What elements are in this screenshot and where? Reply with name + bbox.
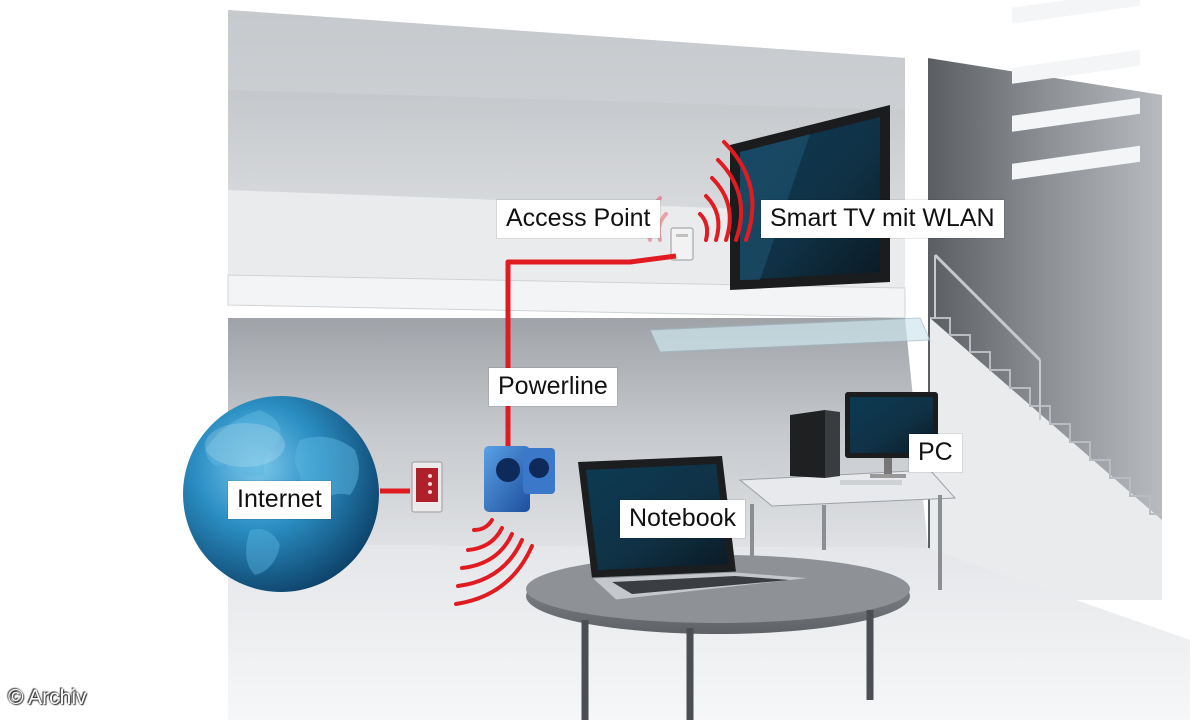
image-credit: © Archiv — [8, 686, 87, 709]
stairs — [930, 253, 1162, 600]
pc-label: PC — [909, 434, 962, 472]
access-point-icon — [670, 227, 694, 261]
connection-lines — [380, 253, 677, 494]
smart-tv — [730, 105, 890, 290]
upper-room-ceiling — [228, 10, 905, 110]
smart-tv-label: Smart TV mit WLAN — [761, 200, 1004, 238]
window-slot — [1012, 0, 1140, 24]
window-slot — [1012, 145, 1140, 180]
pc-tower — [790, 410, 840, 478]
router-icon — [411, 461, 443, 513]
powerline-adapter-icon — [484, 446, 555, 512]
window-slot — [1012, 97, 1140, 132]
notebook-label: Notebook — [620, 500, 746, 538]
window-slot — [1012, 49, 1140, 84]
powerline-label: Powerline — [489, 368, 617, 406]
glass-shelf — [649, 317, 931, 353]
access-point-label: Access Point — [497, 200, 660, 238]
internet-label: Internet — [228, 481, 331, 519]
desk — [738, 469, 957, 590]
wifi-waves-icon — [454, 518, 534, 606]
